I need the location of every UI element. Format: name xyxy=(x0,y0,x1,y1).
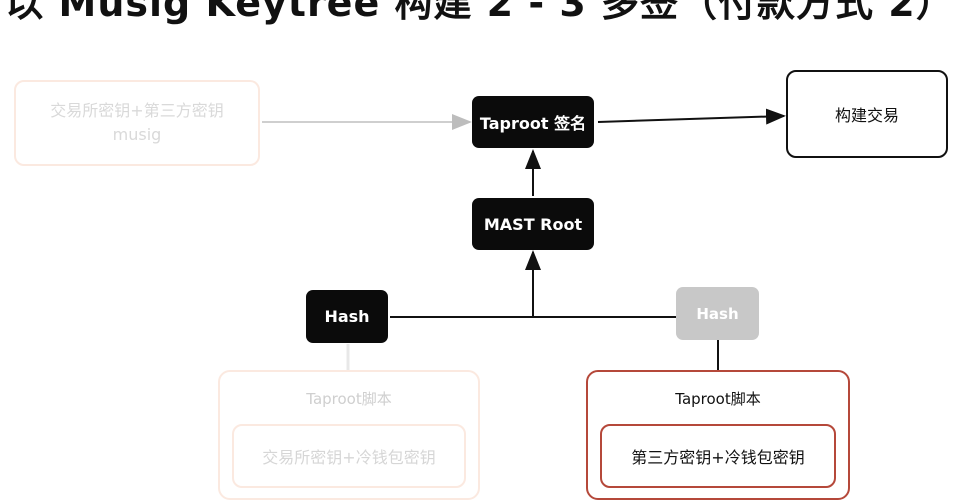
musig-source-line1: 交易所密钥+第三方密钥 xyxy=(50,101,224,120)
taproot-script-right: Taproot脚本 第三方密钥+冷钱包密钥 xyxy=(586,370,850,500)
script-left-title: Taproot脚本 xyxy=(306,390,392,408)
hash-right-label: Hash xyxy=(696,304,739,323)
taproot-script-left: Taproot脚本 交易所密钥+冷钱包密钥 xyxy=(218,370,480,500)
musig-source-line2: musig xyxy=(112,125,162,144)
hash-left-label: Hash xyxy=(324,307,370,326)
hash-left-node: Hash xyxy=(306,290,388,343)
musig-source-node: 交易所密钥+第三方密钥 musig xyxy=(14,80,260,166)
script-left-keys: 交易所密钥+冷钱包密钥 xyxy=(232,424,466,488)
build-transaction-node: 构建交易 xyxy=(786,70,948,158)
script-right-title: Taproot脚本 xyxy=(675,390,761,408)
mast-root-label: MAST Root xyxy=(483,214,583,234)
connector-lines xyxy=(262,108,786,370)
arrow-sign-to-build xyxy=(597,108,786,125)
mast-root-node: MAST Root xyxy=(472,198,594,250)
hash-right-node: Hash xyxy=(676,287,759,340)
taproot-sign-node: Taproot 签名 xyxy=(472,96,594,148)
diagram-title: 以 Musig Keytree 构建 2 - 3 多签（付款方式 2） xyxy=(5,0,955,25)
build-transaction-label: 构建交易 xyxy=(834,106,899,125)
script-right-keys: 第三方密钥+冷钱包密钥 xyxy=(600,424,836,488)
taproot-sign-label: Taproot 签名 xyxy=(479,114,587,133)
